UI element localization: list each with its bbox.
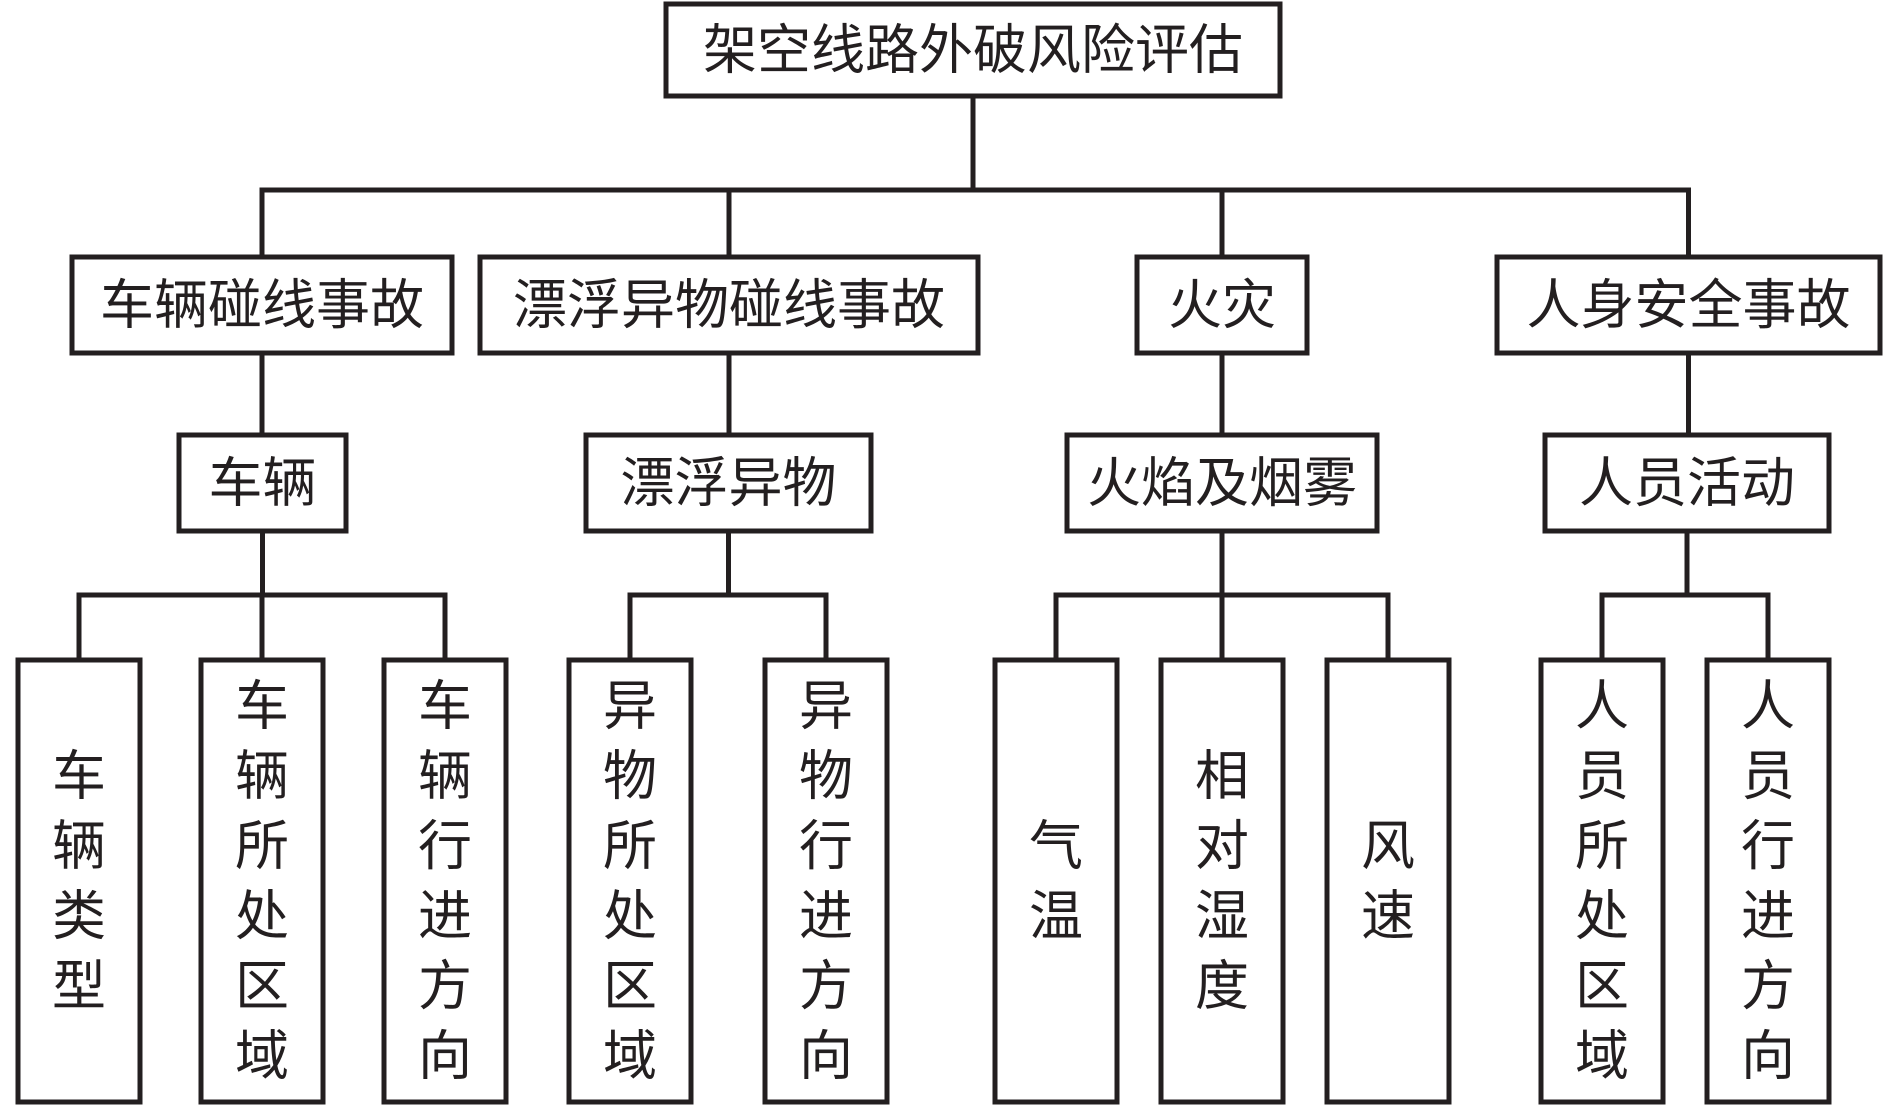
indicator-node-0-1-box [198, 657, 326, 1105]
factor-node-1-label: 漂浮异物 [621, 452, 837, 515]
connector-lines [76, 93, 1771, 663]
category-node-1: 漂浮异物碰线事故 [477, 254, 981, 356]
factor-node-0-label: 车辆 [209, 452, 317, 515]
indicator-node-2-1: 相对湿度 [1158, 657, 1286, 1105]
indicator-node-2-2-box [1324, 657, 1452, 1105]
indicator-node-3-1: 人员行进方向 [1704, 657, 1832, 1105]
indicator-node-3-0: 人员所处区域 [1538, 657, 1666, 1105]
category-node-2: 火灾 [1134, 254, 1310, 356]
factor-node-3-box [1542, 432, 1832, 534]
factor-node-1-box [583, 432, 874, 534]
indicator-node-1-0-box [566, 657, 694, 1105]
category-node-2-label: 火灾 [1168, 274, 1276, 337]
indicator-node-0-1: 车辆所处区域 [198, 657, 326, 1105]
factor-node-3: 人员活动 [1542, 432, 1832, 534]
indicator-node-3-0-box [1538, 657, 1666, 1105]
indicator-node-0-2: 车辆行进方向 [381, 657, 509, 1105]
category-node-1-label: 漂浮异物碰线事故 [513, 274, 945, 337]
category-node-3-label: 人身安全事故 [1527, 274, 1851, 337]
category-node-3-box [1494, 254, 1883, 356]
root-node: 架空线路外破风险评估 [663, 1, 1283, 99]
indicator-node-2-0-box [992, 657, 1120, 1105]
category-node-0-label: 车辆碰线事故 [100, 274, 424, 337]
factor-node-2-label: 火焰及烟雾 [1087, 452, 1357, 515]
indicator-node-2-2: 风速 [1324, 657, 1452, 1105]
indicator-node-0-1-label: 车辆所处区域 [235, 675, 289, 1088]
indicator-node-0-2-box [381, 657, 509, 1105]
root-node-box [663, 1, 1283, 99]
root-node-label: 架空线路外破风险评估 [703, 19, 1243, 82]
indicator-node-2-1-label: 相对湿度 [1195, 745, 1249, 1018]
factor-node-0-box [176, 432, 349, 534]
category-node-1-box [477, 254, 981, 356]
indicator-node-3-0-label: 人员所处区域 [1575, 675, 1629, 1088]
factor-node-3-label: 人员活动 [1579, 452, 1795, 515]
indicator-node-0-0-box [15, 657, 143, 1105]
indicator-node-2-1-box [1158, 657, 1286, 1105]
indicator-node-0-0: 车辆类型 [15, 657, 143, 1105]
factor-node-1: 漂浮异物 [583, 432, 874, 534]
indicator-node-1-1: 异物行进方向 [762, 657, 890, 1105]
category-node-2-box [1134, 254, 1310, 356]
indicator-node-3-1-box [1704, 657, 1832, 1105]
indicator-node-0-0-label: 车辆类型 [52, 745, 106, 1018]
indicator-node-2-2-label: 风速 [1361, 815, 1415, 948]
category-node-0: 车辆碰线事故 [69, 254, 455, 356]
indicator-node-2-0: 气温 [992, 657, 1120, 1105]
indicator-node-1-0: 异物所处区域 [566, 657, 694, 1105]
factor-node-0: 车辆 [176, 432, 349, 534]
indicator-node-1-0-label: 异物所处区域 [603, 675, 657, 1088]
indicator-node-1-1-label: 异物行进方向 [799, 675, 853, 1088]
category-node-0-box [69, 254, 455, 356]
indicator-node-2-0-label: 气温 [1029, 815, 1083, 948]
factor-node-2: 火焰及烟雾 [1064, 432, 1380, 534]
indicator-node-3-1-label: 人员行进方向 [1741, 675, 1795, 1088]
factor-node-2-box [1064, 432, 1380, 534]
indicator-node-1-1-box [762, 657, 890, 1105]
indicator-node-0-2-label: 车辆行进方向 [418, 675, 472, 1088]
category-node-3: 人身安全事故 [1494, 254, 1883, 356]
